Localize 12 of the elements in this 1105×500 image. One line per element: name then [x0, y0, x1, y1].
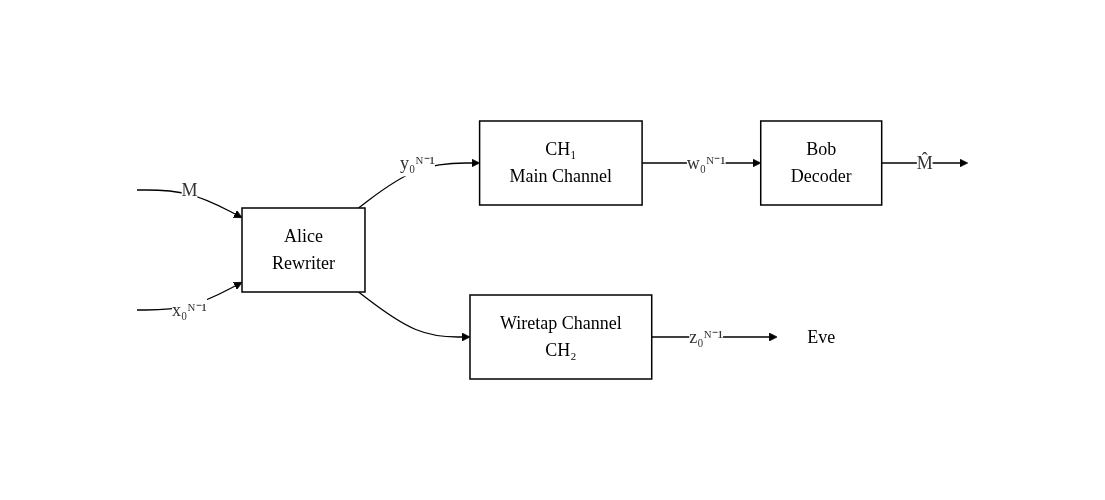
edge-label: x₀ᴺ⁻¹	[172, 299, 208, 320]
edge-label: M	[181, 179, 198, 200]
node-box: Wiretap Channel CH₂	[469, 294, 653, 380]
edge-label: w₀ᴺ⁻¹	[686, 152, 726, 173]
edge-label: y₀ᴺ⁻¹	[400, 152, 436, 173]
node-box: Alice Rewriter	[241, 207, 366, 293]
arrow	[358, 291, 471, 342]
edge-label: M̂	[916, 152, 933, 173]
node-text: Eve	[807, 326, 836, 347]
node-box: Bob Decoder	[760, 120, 883, 206]
node-box: CH₁ Main Channel	[479, 120, 643, 206]
edge-label: z₀ᴺ⁻¹	[689, 326, 724, 347]
